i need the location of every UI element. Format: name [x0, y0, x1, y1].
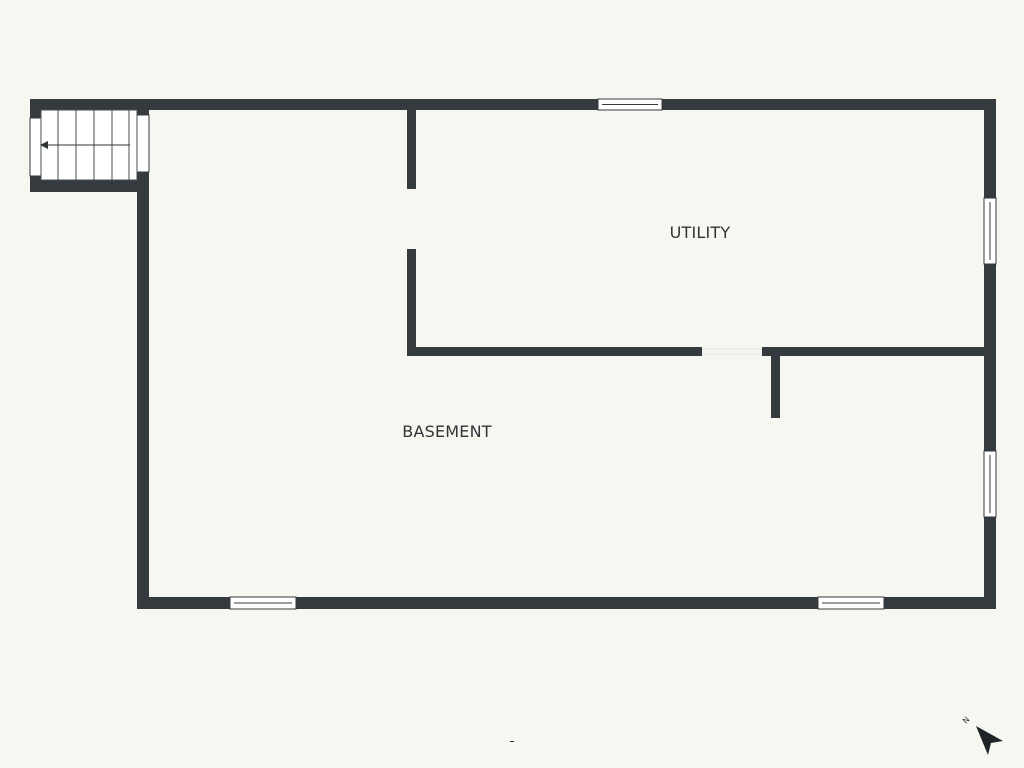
doors	[405, 189, 762, 357]
door-utility-left	[405, 189, 418, 249]
door-utility-bottom	[702, 346, 762, 357]
staircase	[40, 109, 138, 181]
wall-left	[137, 172, 149, 609]
room-label-basement: BASEMENT	[402, 422, 491, 441]
wall-stub	[771, 347, 780, 418]
room-label-utility: UTILITY	[670, 223, 731, 242]
stair-arrow-icon	[40, 141, 48, 149]
wall-stair-bottom	[30, 180, 149, 192]
wall-stair-stub	[137, 99, 149, 115]
window-stair-left	[29, 117, 42, 177]
walls	[30, 99, 996, 609]
wall-utility-bottom-left	[407, 347, 702, 356]
wall-utility-left-lower	[407, 249, 416, 356]
small-mark	[510, 741, 514, 742]
north-arrow-icon	[976, 726, 1003, 755]
compass: N	[961, 715, 1003, 755]
window-stair-right	[136, 114, 150, 173]
wall-top	[30, 99, 996, 110]
windows	[29, 98, 997, 610]
wall-utility-left-upper	[407, 99, 416, 189]
wall-bottom	[137, 597, 996, 609]
wall-utility-bottom-right	[762, 347, 988, 356]
compass-letter: N	[961, 715, 972, 726]
